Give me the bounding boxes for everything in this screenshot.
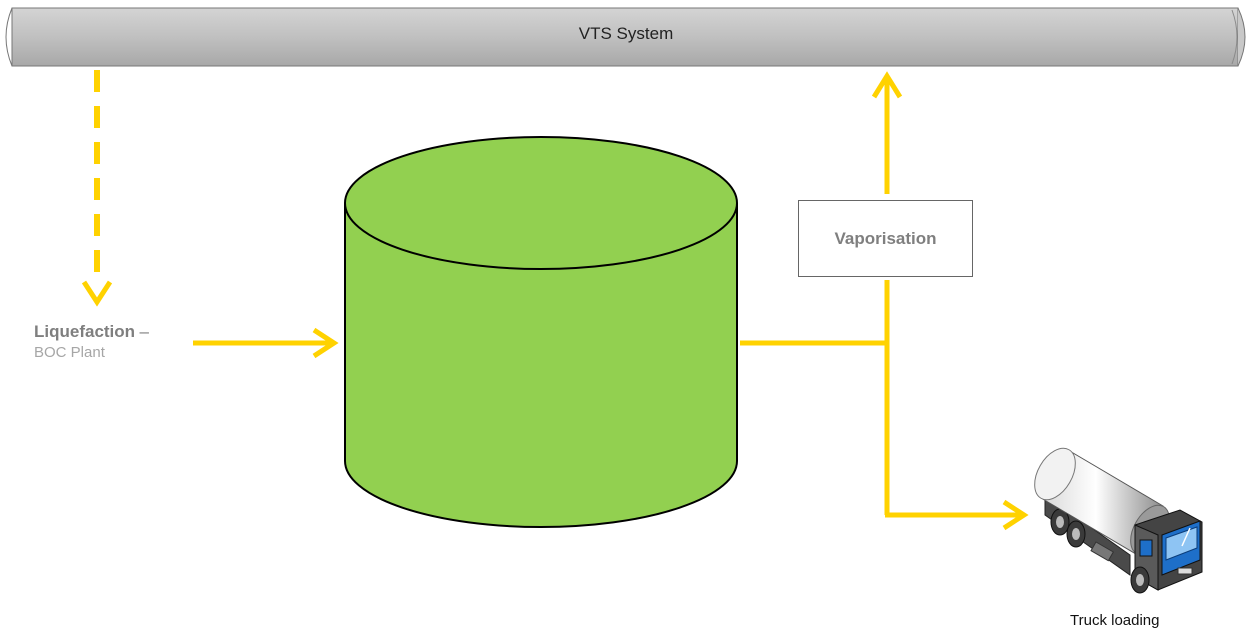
vaporisation-to-vts-arrow	[871, 71, 903, 194]
liquefaction-separator: –	[139, 322, 149, 341]
liquefaction-to-tank-arrow	[193, 327, 339, 359]
vts-to-liquefaction-dashed-arrow	[81, 70, 113, 307]
truck-loading-label: Truck loading	[1070, 612, 1160, 629]
liquefaction-label: Liquefaction	[34, 322, 136, 341]
tanker-truck-icon	[1034, 447, 1203, 594]
storage-tank	[344, 136, 738, 528]
vts-system-label: VTS System	[578, 24, 674, 43]
tank-to-truck-arrow	[885, 499, 1029, 531]
boc-plant-label: BOC Plant	[34, 344, 105, 361]
vts-system-pipe	[5, 7, 1246, 67]
vaporisation-label: Vaporisation	[834, 228, 937, 248]
vaporisation-box: Vaporisation	[798, 200, 973, 277]
tank-outlet-lines	[740, 280, 890, 515]
liquefaction-label-block: Liquefaction – BOC Plant	[34, 322, 149, 361]
